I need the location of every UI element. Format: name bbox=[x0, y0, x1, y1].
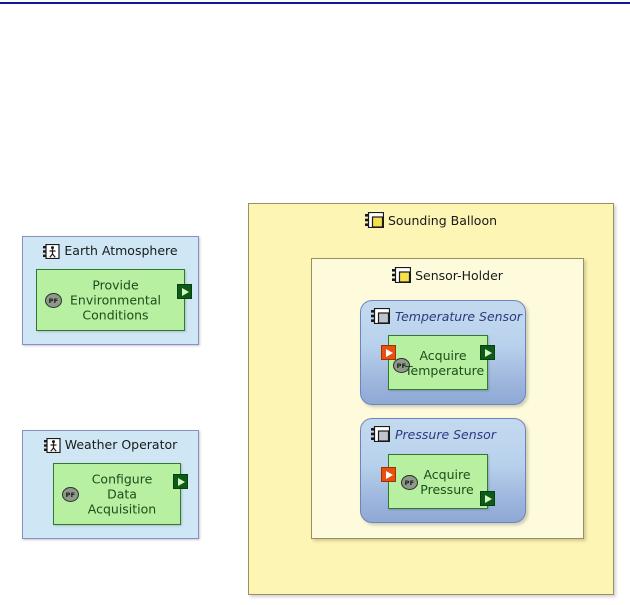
block-sensor-holder[interactable]: Sensor-Holder Temperature Sensor PF bbox=[311, 258, 584, 539]
action-acquire-pressure-label: Acquire Pressure bbox=[420, 466, 474, 497]
block-icon-yellow bbox=[364, 211, 385, 229]
action-acquire-temperature-label: Acquire Temperature bbox=[405, 347, 485, 378]
block-icon-yellow bbox=[392, 266, 412, 284]
pf-stereotype-badge: PF bbox=[393, 358, 410, 373]
block-weather-operator-label: Weather Operator bbox=[64, 437, 178, 452]
action-configure-data-acquisition-label: Configure Data Acquisition bbox=[87, 471, 157, 517]
port-out-provide-environmental-conditions[interactable] bbox=[177, 284, 192, 299]
block-earth-atmosphere-title: Earth Atmosphere bbox=[23, 243, 198, 259]
block-icon-grey bbox=[371, 307, 391, 325]
port-in-acquire-pressure[interactable] bbox=[381, 467, 396, 482]
block-sounding-balloon-label: Sounding Balloon bbox=[387, 212, 498, 228]
block-temperature-sensor-label: Temperature Sensor bbox=[395, 308, 522, 324]
port-out-acquire-temperature[interactable] bbox=[480, 345, 495, 360]
port-out-acquire-pressure[interactable] bbox=[480, 491, 495, 506]
block-pressure-sensor[interactable]: Pressure Sensor PF Acquire Pressure bbox=[360, 418, 526, 523]
actor-block-icon bbox=[43, 437, 61, 453]
block-sounding-balloon[interactable]: Sounding Balloon Sensor-Holder bbox=[248, 203, 614, 595]
port-out-configure-data-acquisition[interactable] bbox=[173, 474, 188, 489]
block-weather-operator[interactable]: Weather Operator PF Configure Data Acqui… bbox=[22, 430, 199, 539]
top-divider-rule bbox=[0, 2, 630, 4]
block-temperature-sensor-title: Temperature Sensor bbox=[371, 307, 522, 325]
block-sounding-balloon-title: Sounding Balloon bbox=[249, 211, 613, 229]
action-provide-environmental-conditions-label: Provide Environmental Conditions bbox=[70, 277, 161, 323]
actor-block-icon bbox=[43, 243, 61, 259]
port-in-acquire-temperature[interactable] bbox=[381, 345, 396, 360]
block-pressure-sensor-title: Pressure Sensor bbox=[371, 425, 496, 443]
block-icon-grey bbox=[371, 425, 391, 443]
action-configure-data-acquisition[interactable]: PF Configure Data Acquisition bbox=[53, 463, 188, 525]
pf-stereotype-badge: PF bbox=[45, 293, 62, 308]
action-provide-environmental-conditions[interactable]: PF Provide Environmental Conditions bbox=[36, 269, 192, 331]
block-sensor-holder-title: Sensor-Holder bbox=[312, 266, 583, 284]
pf-stereotype-badge: PF bbox=[62, 487, 79, 502]
pf-stereotype-badge: PF bbox=[401, 475, 418, 490]
block-sensor-holder-label: Sensor-Holder bbox=[415, 267, 503, 283]
action-acquire-temperature[interactable]: PF Acquire Temperature bbox=[381, 335, 495, 390]
block-earth-atmosphere[interactable]: Earth Atmosphere PF Provide Environmenta… bbox=[22, 236, 199, 345]
block-pressure-sensor-label: Pressure Sensor bbox=[395, 426, 496, 442]
action-acquire-pressure[interactable]: PF Acquire Pressure bbox=[381, 454, 495, 509]
block-weather-operator-title: Weather Operator bbox=[23, 437, 198, 453]
block-earth-atmosphere-label: Earth Atmosphere bbox=[64, 243, 178, 258]
block-temperature-sensor[interactable]: Temperature Sensor PF Acquire Temperatur… bbox=[360, 300, 526, 405]
